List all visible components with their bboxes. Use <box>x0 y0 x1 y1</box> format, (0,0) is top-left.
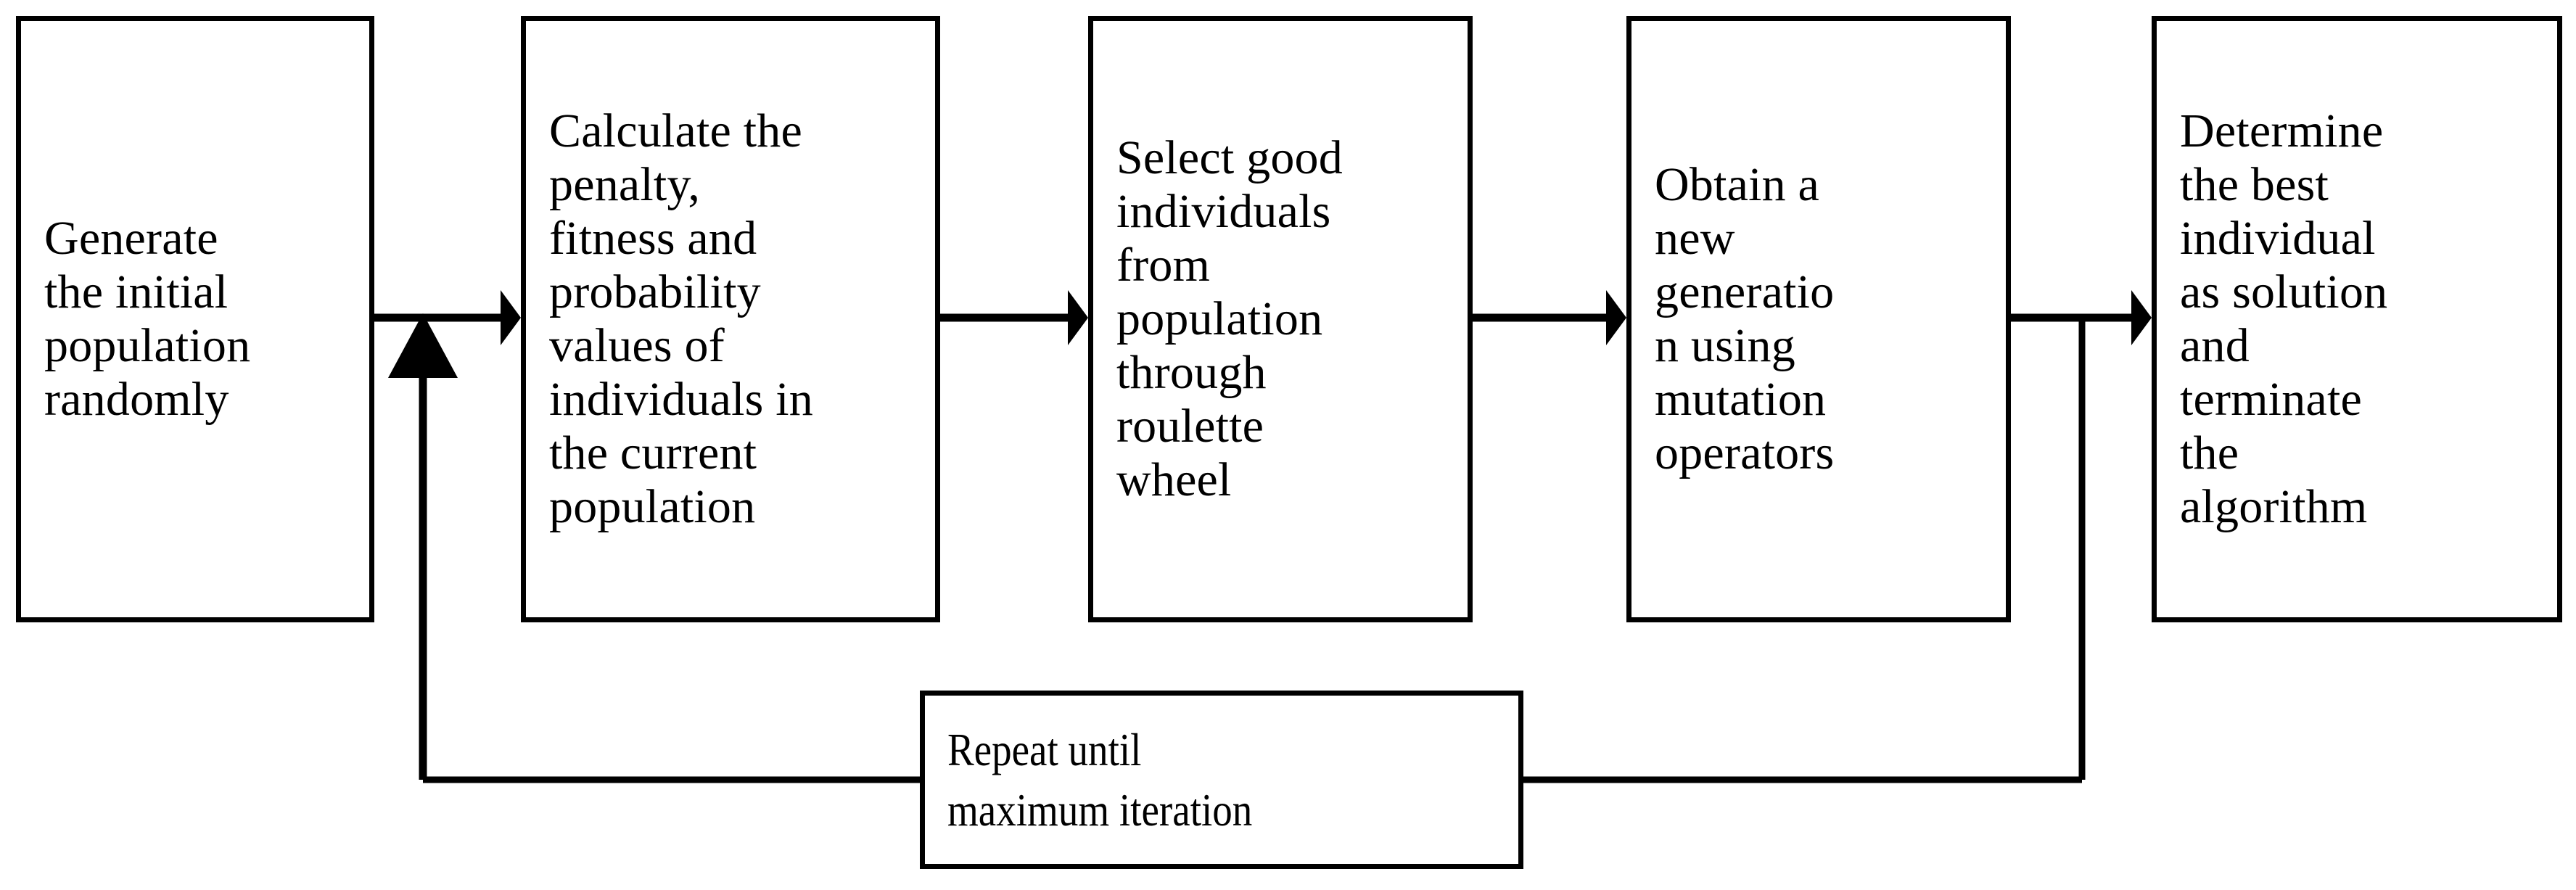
edge-generate-to-calculate <box>374 290 521 345</box>
process-box-generate-label: Generate the initial population randomly <box>44 212 251 426</box>
process-box-obtain-label: Obtain a new generatio n using mutation … <box>1655 158 1835 479</box>
process-box-repeat-label: Repeat until maximum iteration <box>947 723 1253 836</box>
process-box-determine-label: Determine the best individual as solutio… <box>2180 104 2388 533</box>
process-box-determine[interactable]: Determine the best individual as solutio… <box>2152 16 2562 622</box>
edge-calculate-to-select <box>940 290 1088 345</box>
process-box-generate[interactable]: Generate the initial population randomly <box>16 16 374 622</box>
process-box-select-label: Select good individuals from population … <box>1116 131 1343 506</box>
process-box-select[interactable]: Select good individuals from population … <box>1088 16 1473 622</box>
process-box-calculate-label: Calculate the penalty, fitness and proba… <box>549 104 813 533</box>
process-box-calculate[interactable]: Calculate the penalty, fitness and proba… <box>521 16 940 622</box>
edge-obtain-to-repeat <box>1523 318 2086 783</box>
process-box-obtain[interactable]: Obtain a new generatio n using mutation … <box>1626 16 2011 622</box>
edge-select-to-obtain <box>1473 290 1626 345</box>
process-box-repeat[interactable]: Repeat until maximum iteration <box>920 691 1523 869</box>
edge-repeat-to-calculate <box>419 334 920 783</box>
edge-obtain-to-determine <box>2011 290 2152 345</box>
